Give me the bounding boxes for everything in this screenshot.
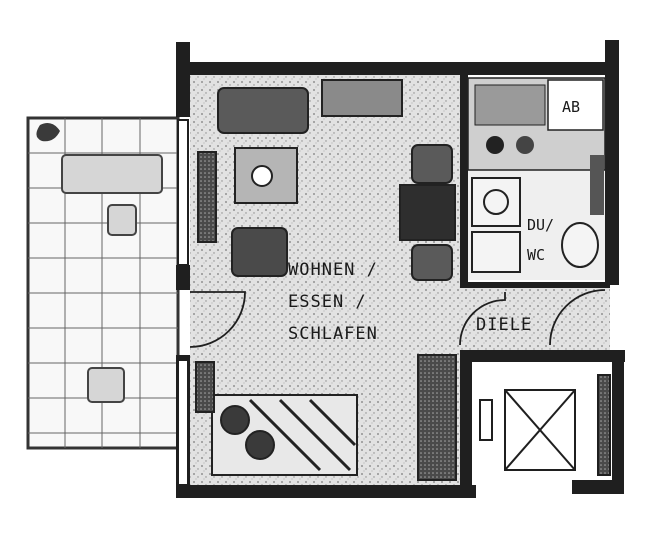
wardrobe [417, 354, 457, 481]
shower-icon [471, 177, 521, 227]
pillow-icon [245, 430, 275, 460]
armchair-icon [217, 87, 309, 134]
kitchen: AB [467, 77, 606, 171]
dining-chair-bottom [411, 244, 453, 281]
living-furniture [195, 79, 457, 481]
living-label-line1: WOHNEN / [288, 260, 378, 280]
hall-label: DIELE [476, 315, 532, 335]
balcony-lounger [87, 367, 125, 403]
storage-room [547, 79, 604, 131]
living-label-line3: SCHLAFEN [288, 324, 378, 344]
shelf-left [197, 151, 217, 243]
dining-chair-top [411, 144, 453, 184]
stairwell [479, 374, 611, 476]
chair-icon [231, 227, 288, 277]
sink-icon [471, 231, 521, 273]
stove-icon [474, 84, 546, 126]
windows [177, 119, 189, 486]
living-label-line2: ESSEN / [288, 292, 367, 312]
hall-floor [460, 285, 610, 350]
doors [189, 289, 606, 348]
balcony [26, 116, 180, 450]
dining-table [399, 184, 456, 241]
balcony-chair [107, 204, 137, 236]
nightstand [195, 361, 215, 413]
toilet-icon [561, 222, 599, 268]
pillow-icon [220, 405, 250, 435]
balcony-table [61, 154, 163, 194]
plant-icon [36, 123, 60, 142]
storage-label: AB [562, 98, 580, 116]
walls [176, 40, 625, 498]
burner-icon [486, 136, 504, 154]
sideboard [321, 79, 403, 117]
bathroom: DU/ WC [471, 155, 604, 273]
bath-label-line1: DU/ [527, 216, 554, 234]
bath-label-line2: WC [527, 246, 545, 264]
burner-icon [516, 136, 534, 154]
